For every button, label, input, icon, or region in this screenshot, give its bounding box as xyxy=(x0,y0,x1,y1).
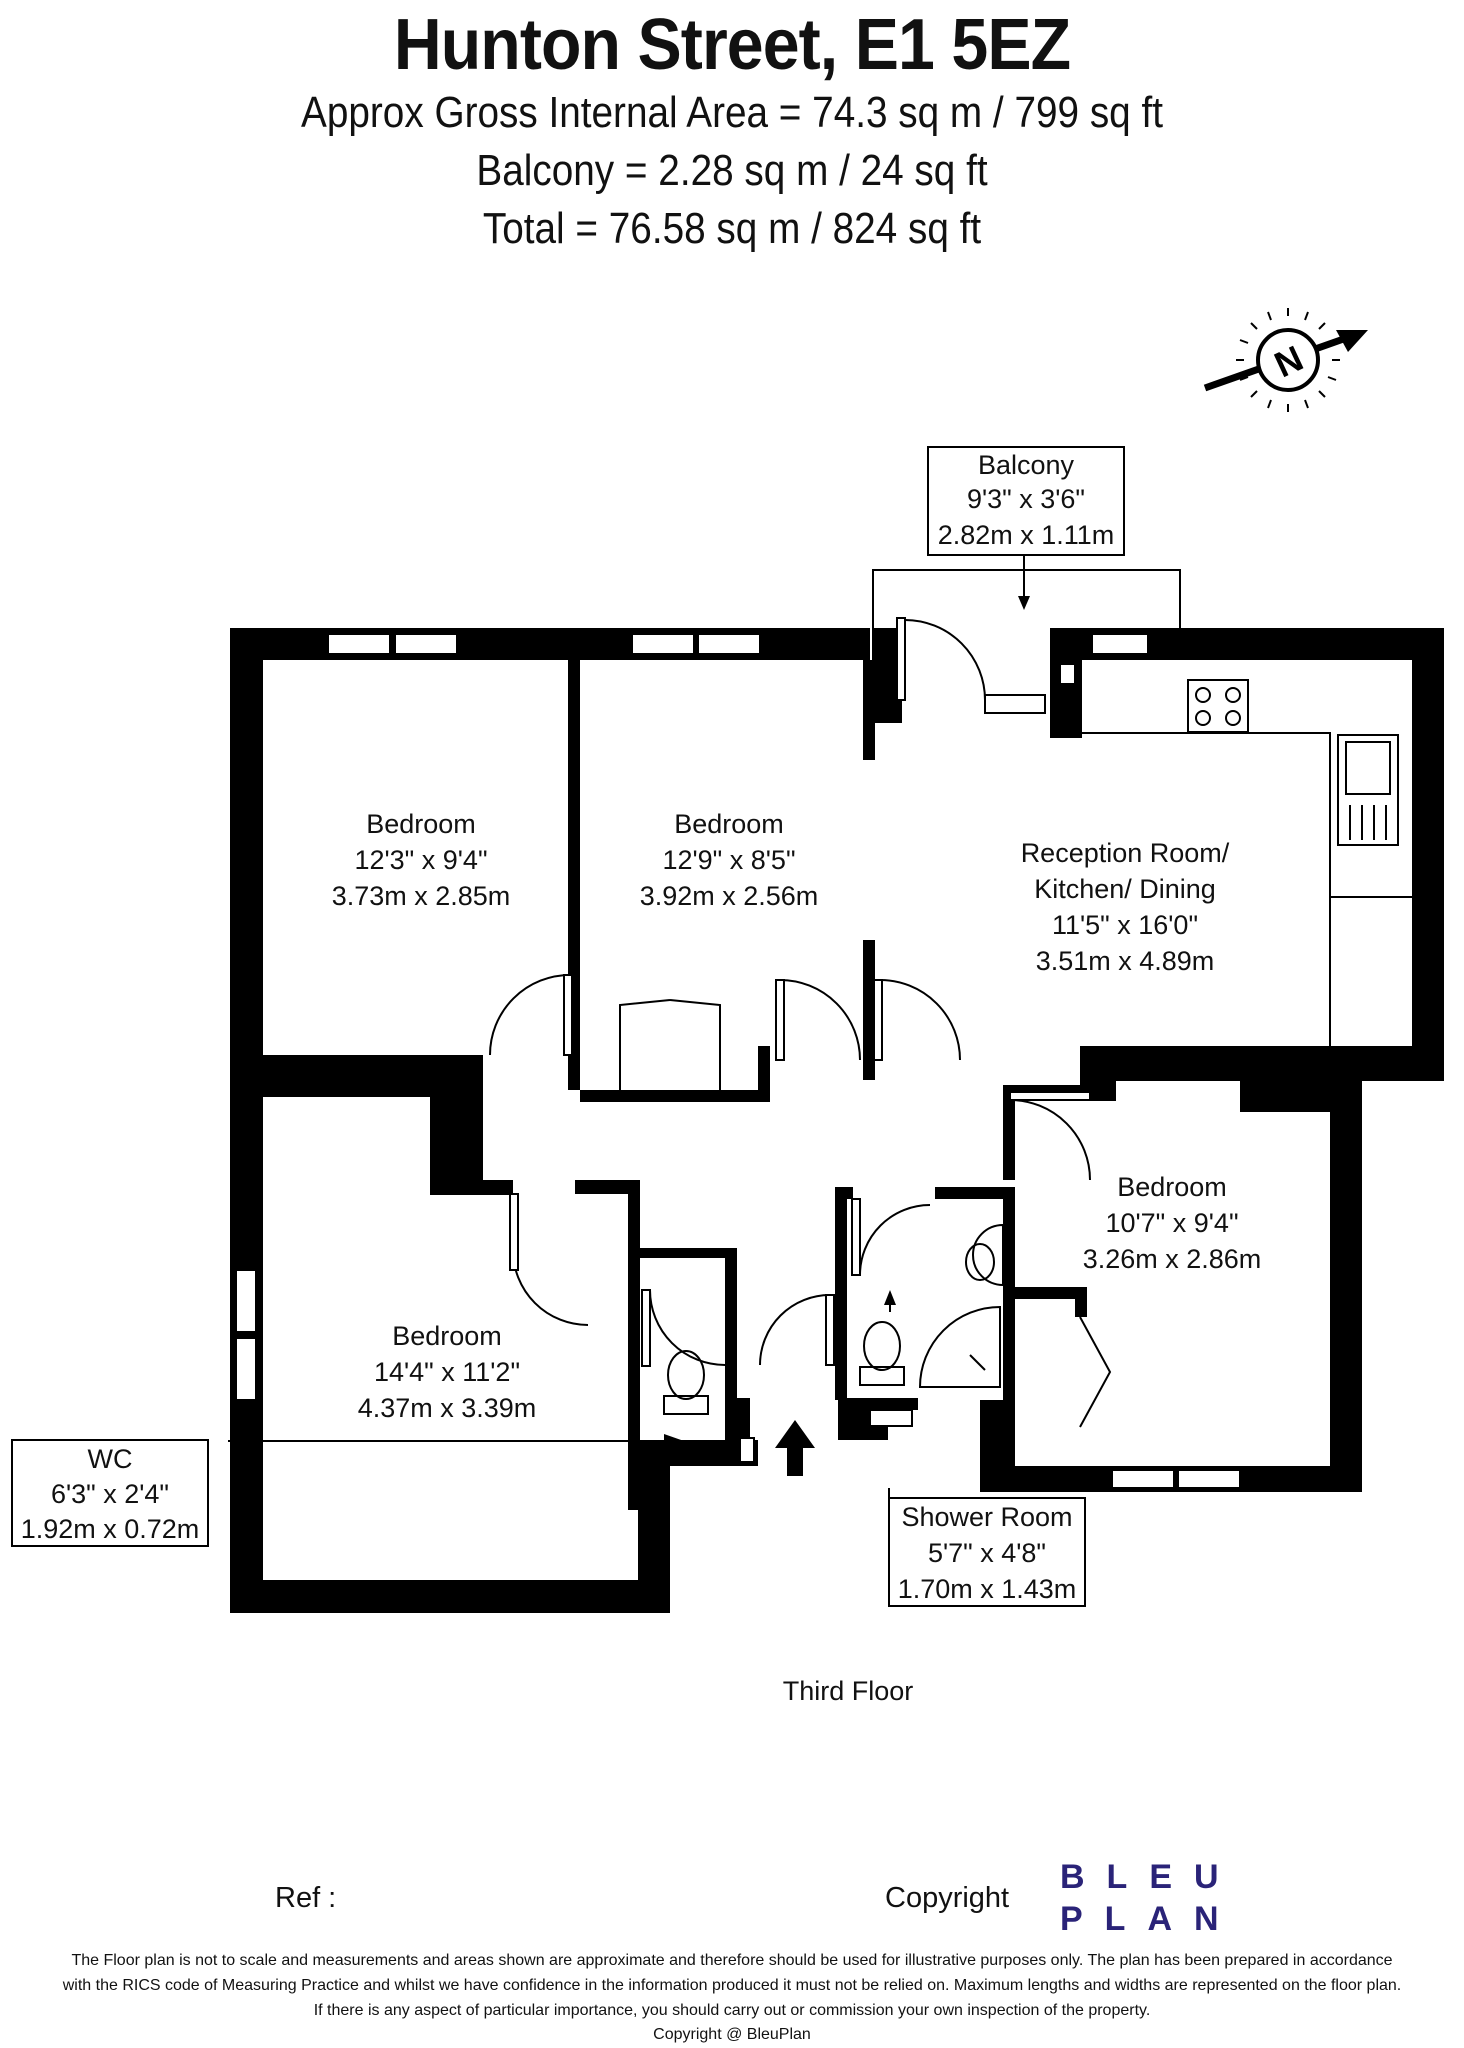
outer-walls xyxy=(230,628,1444,1613)
svg-text:Bedroom: Bedroom xyxy=(1117,1172,1227,1202)
basin-icon xyxy=(965,1223,1004,1287)
credit-line: Copyright @ BleuPlan xyxy=(653,2026,811,2043)
svg-text:Kitchen/ Dining: Kitchen/ Dining xyxy=(1034,874,1216,904)
room-balcony: Balcony 9'3" x 3'6" 2.82m x 1.11m xyxy=(938,450,1115,550)
hob-icon xyxy=(1187,679,1249,733)
svg-text:Bedroom: Bedroom xyxy=(392,1321,502,1351)
svg-text:11'5" x 16'0": 11'5" x 16'0" xyxy=(1052,910,1198,940)
svg-text:1.70m x 1.43m: 1.70m x 1.43m xyxy=(898,1574,1077,1604)
toilet-icon-wc xyxy=(663,1350,709,1415)
balcony-label-box xyxy=(927,446,1125,556)
entrance-arrow-icon xyxy=(775,1420,815,1476)
property-title: Hunton Street, E1 5EZ xyxy=(393,5,1071,85)
svg-text:14'4" x 11'2": 14'4" x 11'2" xyxy=(374,1357,520,1387)
toilet-icon-shower-room xyxy=(859,1321,905,1386)
compass-icon: N xyxy=(1203,308,1368,412)
svg-text:WC: WC xyxy=(88,1444,133,1474)
balcony-area: Balcony = 2.28 sq m / 24 sq ft xyxy=(476,146,988,195)
svg-text:3.26m x 2.86m: 3.26m x 2.86m xyxy=(1083,1244,1262,1274)
sink-icon xyxy=(1337,734,1399,846)
room-bedroom-2: Bedroom 12'9" x 8'5" 3.92m x 2.56m xyxy=(640,809,819,911)
ref-label: Ref : xyxy=(275,1882,337,1914)
windows xyxy=(235,633,1241,1489)
disclaimer-line-2: with the RICS code of Measuring Practice… xyxy=(62,1977,1402,1994)
total-area: Total = 76.58 sq m / 824 sq ft xyxy=(482,204,982,253)
wc-label-box xyxy=(11,1439,209,1547)
svg-text:Reception Room/: Reception Room/ xyxy=(1021,838,1230,868)
doors xyxy=(489,617,1112,1428)
svg-text:3.51m x 4.89m: 3.51m x 4.89m xyxy=(1036,946,1215,976)
svg-text:3.92m x 2.56m: 3.92m x 2.56m xyxy=(640,881,819,911)
svg-text:12'3" x 9'4": 12'3" x 9'4" xyxy=(354,845,487,875)
room-bedroom-3: Bedroom 10'7" x 9'4" 3.26m x 2.86m xyxy=(1083,1172,1262,1274)
disclaimer-line-1: The Floor plan is not to scale and measu… xyxy=(71,1952,1393,1969)
room-shower-room: Shower Room 5'7" x 4'8" 1.70m x 1.43m xyxy=(898,1502,1077,1604)
svg-text:Bedroom: Bedroom xyxy=(674,809,784,839)
room-bedroom-4: Bedroom 14'4" x 11'2" 4.37m x 3.39m xyxy=(358,1321,537,1423)
room-bedroom-1: Bedroom 12'3" x 9'4" 3.73m x 2.85m xyxy=(332,809,511,911)
floor-label: Third Floor xyxy=(783,1676,914,1706)
wc-pointer xyxy=(228,1434,684,1448)
svg-text:10'7" x 9'4": 10'7" x 9'4" xyxy=(1105,1208,1238,1238)
bleuplan-logo-line-2: PLAN xyxy=(1060,1900,1241,1938)
svg-text:6'3" x 2'4": 6'3" x 2'4" xyxy=(51,1479,169,1509)
shower-tray-icon xyxy=(918,1305,1001,1388)
shower-room-label-box xyxy=(888,1497,1086,1607)
svg-text:Balcony: Balcony xyxy=(978,450,1075,480)
gross-internal-area: Approx Gross Internal Area = 74.3 sq m /… xyxy=(301,88,1163,137)
svg-text:2.82m x 1.11m: 2.82m x 1.11m xyxy=(938,520,1115,550)
svg-text:4.37m x 3.39m: 4.37m x 3.39m xyxy=(358,1393,537,1423)
room-wc: WC 6'3" x 2'4" 1.92m x 0.72m xyxy=(21,1444,200,1544)
svg-text:12'9" x 8'5": 12'9" x 8'5" xyxy=(662,845,795,875)
copyright-label: Copyright xyxy=(885,1882,1010,1914)
svg-text:5'7" x 4'8": 5'7" x 4'8" xyxy=(928,1538,1046,1568)
svg-text:9'3" x 3'6": 9'3" x 3'6" xyxy=(967,484,1085,514)
svg-text:1.92m x 0.72m: 1.92m x 0.72m xyxy=(21,1514,200,1544)
svg-text:Shower Room: Shower Room xyxy=(901,1502,1072,1532)
balcony-outline xyxy=(872,569,1181,630)
svg-text:Bedroom: Bedroom xyxy=(366,809,476,839)
bleuplan-logo-line-1: BLEU xyxy=(1060,1858,1241,1896)
svg-text:3.73m x 2.85m: 3.73m x 2.85m xyxy=(332,881,511,911)
disclaimer-line-3: If there is any aspect of particular imp… xyxy=(313,2002,1151,2019)
room-reception-kitchen-dining: Reception Room/ Kitchen/ Dining 11'5" x … xyxy=(1021,838,1230,976)
